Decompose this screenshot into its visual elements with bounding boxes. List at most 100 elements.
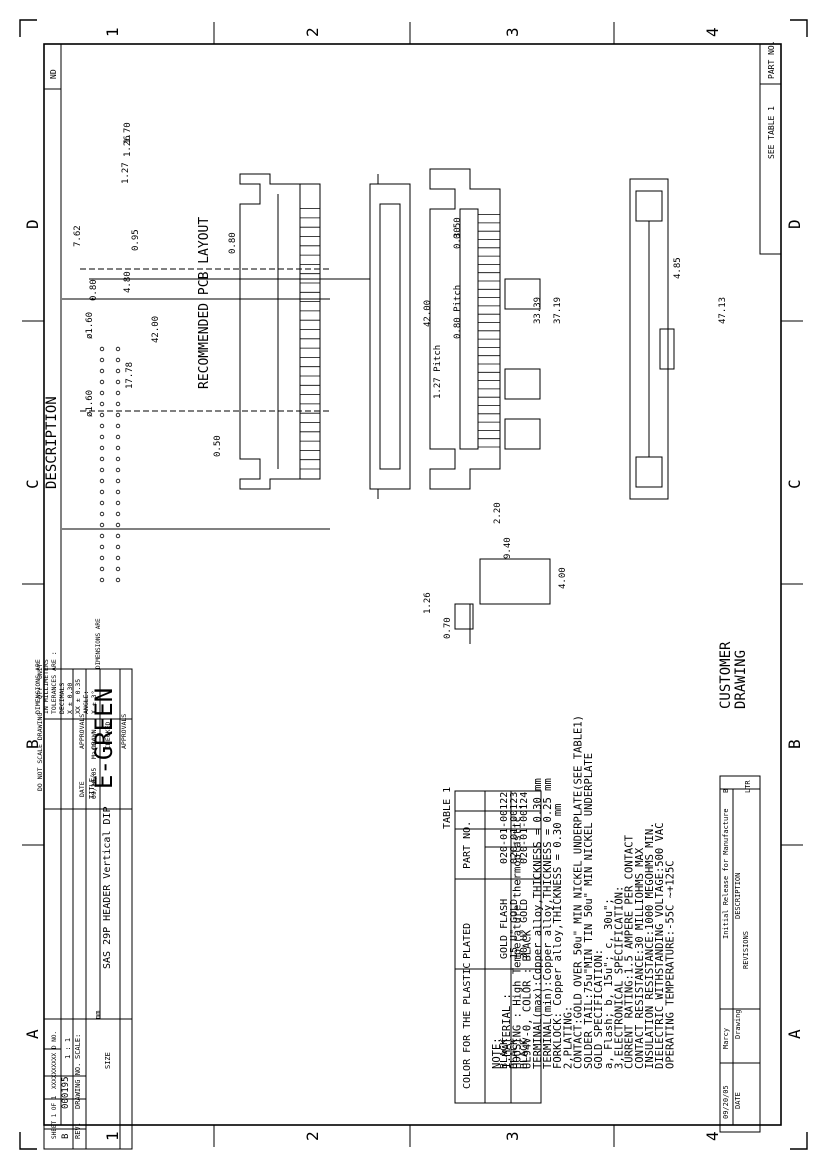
col-label-a: A <box>23 1029 42 1039</box>
pcb-hole <box>99 390 105 396</box>
rev-value: B <box>61 1134 71 1139</box>
rev-header-ltr: LTR <box>744 780 752 793</box>
pcb-dimension: 0.80 <box>89 279 99 301</box>
tolerance-line: XX ± 0.35 <box>74 679 82 714</box>
drawing-no: 000195 <box>61 1076 71 1109</box>
pcb-hole <box>115 522 121 528</box>
tb-drawn_date: 09/20/05 <box>90 768 98 799</box>
pcb-hole <box>115 555 121 561</box>
company-name: E-GREEN <box>90 688 118 789</box>
front-dimension: 42.00 <box>423 300 433 327</box>
row-label-1-right: 1 <box>103 27 122 37</box>
tb-approvals_header: APPROVALS <box>78 714 86 749</box>
notes-block: NOTE:1.MATERIAL : HOUSING : High Tempera… <box>491 715 676 1069</box>
pcb-hole <box>115 467 121 473</box>
dno-value: XXXXXXXXXX <box>51 1052 58 1089</box>
pcb-dimension: 0.50 <box>213 435 223 457</box>
pcb-hole <box>115 346 121 352</box>
col-label-b: B <box>23 739 42 749</box>
top-dimension: 47.13 <box>718 297 728 324</box>
dno-label: D NO. <box>51 1031 58 1049</box>
pcb-dimension: 42.00 <box>151 316 161 343</box>
pcb-diameter: ø1.60 <box>85 312 95 339</box>
pcb-hole <box>115 379 121 385</box>
pcb-hole <box>115 533 121 539</box>
note-line: CONTACT RESISTANCE:30 MILLIOHMS MAX <box>634 847 646 1069</box>
front-dimension: 1.27 Pitch <box>433 345 443 399</box>
pcb-diameter: ø1.60 <box>85 390 95 417</box>
pcb-hole <box>99 346 105 352</box>
col-label-c: C <box>23 479 42 489</box>
rev-header-drawing: Drawing <box>734 1009 742 1039</box>
table1-r3-part: 020-01-00122 <box>499 792 510 864</box>
tb-approvals_label: APPROVALS <box>120 714 128 749</box>
pcb-hole <box>115 500 121 506</box>
rev-row-ltr: B <box>722 789 730 793</box>
pcb-hole <box>99 555 105 561</box>
pcb-hole <box>99 566 105 572</box>
pcb-hole-pattern <box>99 346 121 583</box>
pcb-dimension: 1.27 <box>121 162 131 184</box>
row-label-3-right: 3 <box>503 27 522 37</box>
note-line: UL94V-0, COLOR : BLACK <box>522 929 534 1069</box>
pcb-hole <box>99 357 105 363</box>
pcb-hole <box>99 445 105 451</box>
table-1 <box>454 790 542 1104</box>
tb-date_header: DATE <box>78 781 86 797</box>
pcb-dimension: 7.62 <box>73 225 83 247</box>
title-block <box>43 668 133 1150</box>
size-value: mm <box>94 1011 102 1019</box>
table1-r2-part: 020-01-00123 <box>509 792 520 864</box>
part-no-label: PART NO. <box>767 40 776 79</box>
pcb-hole <box>99 478 105 484</box>
row-label-2-right: 2 <box>303 27 322 37</box>
pcb-dimension: 4.80 <box>123 271 133 293</box>
pcb-hole <box>99 368 105 374</box>
front-view <box>239 173 321 490</box>
note-line: INSULATION RESISTANCE:1000 MEGOHMS MIN. <box>644 822 656 1069</box>
drawing-label: DRAWING <box>733 650 749 709</box>
pcb-hole <box>99 412 105 418</box>
pcb-hole <box>99 401 105 407</box>
pcb-hole <box>115 478 121 484</box>
col-label-d: D <box>23 219 42 229</box>
scale-value: 1 : 1 <box>64 1038 72 1059</box>
table1-r3-color: BLACK <box>499 1039 510 1069</box>
side-dimension: 4.00 <box>558 567 568 589</box>
pcb-hole <box>99 423 105 429</box>
note-line: 3,ELECTRONICAL SPECIFICATION: <box>613 886 625 1069</box>
profile-view <box>429 168 541 490</box>
revisions-title: REVISIONS <box>742 931 750 969</box>
note-line: HOUSING : High Temperature thermoplastic… <box>511 803 523 1069</box>
note-line: 2,PLATING: <box>562 1006 574 1069</box>
tb-qty: QTY <box>36 687 44 699</box>
pcb-dimension: 1.70 <box>123 122 133 144</box>
rev-header-description: DESCRIPTION <box>734 873 742 919</box>
rev-row-date: 09/20/05 <box>722 1085 730 1119</box>
pcb-hole <box>99 533 105 539</box>
description-label: DESCRIPTION <box>44 396 60 489</box>
pcb-hole <box>99 522 105 528</box>
pcb-dimension: 17.78 <box>125 362 135 389</box>
note-line: SOLDER TAIL:75u"MIN TIN 50u" MIN NICKEL … <box>583 753 595 1069</box>
row-label-1: 1 <box>103 1131 122 1141</box>
side-dimension: 0.70 <box>443 617 453 639</box>
pcb-hole <box>115 434 121 440</box>
row-label-3: 3 <box>503 1131 522 1141</box>
table1-header-color: COLOR FOR THE PLASTIC <box>462 963 473 1089</box>
pcb-hole <box>115 445 121 451</box>
front-dimension: 0.30 <box>453 227 463 249</box>
front-pin-array <box>300 208 320 470</box>
front-dimension: 0.50 <box>453 217 463 239</box>
table1-r3-plated: GOLD FLASH <box>499 899 510 959</box>
table1-r2-color: BLACK <box>509 1039 520 1069</box>
part-no-value: SEE TABLE 1 <box>767 106 776 159</box>
pcb-hole <box>115 412 121 418</box>
pcb-hole <box>115 577 121 583</box>
pcb-hole <box>115 401 121 407</box>
